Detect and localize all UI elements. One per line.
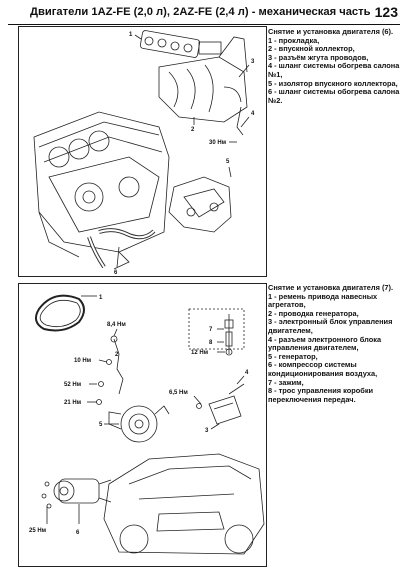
engine-intake-illustration: 1 2 3 4 5 6 30 Нм	[33, 30, 255, 276]
callout-1: 1	[129, 32, 133, 38]
torque-6-5nm: 6,5 Нм	[169, 390, 188, 396]
callout-3: 3	[251, 59, 255, 65]
caption-item: 5 - изолятор впускного коллектора,	[268, 78, 398, 88]
callout-6: 6	[114, 270, 118, 276]
caption-title: Снятие и установка двигателя (6).	[268, 27, 394, 36]
caption-item: 3 - разъём жгута проводов,	[268, 52, 369, 62]
engine-block-part	[33, 111, 170, 270]
caption-item: 5 - генератор,	[268, 351, 318, 361]
callout-4: 4	[245, 370, 249, 376]
caption-item: 6 - компрессор системы кондиционирования…	[268, 360, 378, 378]
callout-5: 5	[226, 159, 230, 165]
callout-2: 2	[191, 127, 195, 133]
torque-21nm: 21 Нм	[64, 400, 82, 406]
ac-compressor-part	[41, 478, 112, 509]
gasket-part	[139, 30, 201, 58]
callout-7: 7	[209, 327, 213, 333]
caption-item: 7 - зажим,	[268, 377, 304, 387]
alternator-wiring-part	[113, 338, 124, 395]
figure-2-caption: Снятие и установка двигателя (7). 1 - ре…	[268, 283, 404, 404]
page-title: Двигатели 1AZ-FE (2,0 л), 2AZ-FE (2,4 л)…	[30, 6, 371, 18]
caption-item: 6 - шланг системы обогрева салона №2.	[268, 87, 400, 105]
torque-52nm: 52 Нм	[64, 382, 82, 388]
caption-item: 3 - электронный блок управления двигател…	[268, 317, 393, 335]
caption-item: 1 - ремень привода навесных агрегатов,	[268, 291, 378, 310]
caption-item: 8 - трос управления коробки переключения…	[268, 386, 374, 404]
callout-5: 5	[99, 422, 103, 428]
callout-1: 1	[99, 295, 103, 301]
drive-belt-part	[34, 294, 85, 332]
callout-4: 4	[251, 111, 255, 117]
torque-25nm: 25 Нм	[29, 528, 47, 534]
insulator-part	[168, 176, 232, 233]
torque-8-4nm: 8,4 Нм	[107, 322, 126, 328]
figure-1-caption: Снятие и установка двигателя (6). 1 - пр…	[268, 27, 404, 105]
alternator-part	[108, 405, 170, 443]
caption-item: 1 - прокладка,	[268, 35, 320, 45]
figure-2-drawing: 1 2 3 4 5 6 7 8 8,4 Нм 10 Нм 52 Нм 21 Нм…	[18, 283, 267, 567]
figure-1-drawing: 1 2 3 4 5 6 30 Нм	[18, 26, 267, 277]
engine-accessories-illustration: 1 2 3 4 5 6 7 8 8,4 Нм 10 Нм 52 Нм 21 Нм…	[29, 294, 265, 555]
heater-hose-2-part	[87, 228, 156, 269]
torque-30nm: 30 Нм	[209, 140, 227, 146]
page-number: 123	[374, 4, 398, 20]
caption-item: 4 - разъем электронного блока управления…	[268, 334, 382, 353]
page-header: Двигатели 1AZ-FE (2,0 л), 2AZ-FE (2,4 л)…	[8, 2, 400, 25]
callout-3: 3	[205, 428, 209, 434]
callout-6: 6	[76, 530, 80, 536]
heater-hose-1-part	[236, 106, 244, 136]
caption-title: Снятие и установка двигателя (7).	[268, 283, 394, 292]
caption-item: 2 - проводка генератора,	[268, 308, 359, 318]
torque-12nm: 12 Нм	[191, 350, 209, 356]
torque-10nm: 10 Нм	[74, 358, 92, 364]
ecu-part	[208, 383, 245, 425]
callout-8: 8	[209, 340, 213, 346]
caption-item: 4 - шланг системы обогрева салона №1,	[268, 61, 400, 79]
intake-manifold-part	[158, 36, 248, 123]
shift-cable-part	[188, 308, 245, 356]
caption-item: 2 - впускной коллектор,	[268, 44, 355, 54]
callout-2: 2	[115, 352, 119, 358]
vehicle-front-part	[103, 453, 265, 555]
